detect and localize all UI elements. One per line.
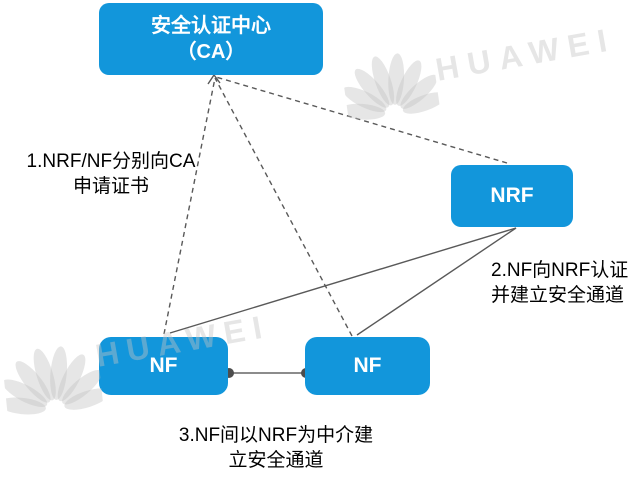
node-ca-label-line2: （CA） bbox=[176, 41, 246, 63]
node-nf-right: NF bbox=[305, 337, 430, 395]
edge-nrf-ca-dashed bbox=[215, 76, 508, 164]
node-nf-left-label: NF bbox=[149, 354, 178, 377]
edge-nfleft-nrf-solid bbox=[169, 227, 517, 334]
edge-nfright-nrf-solid bbox=[356, 227, 517, 336]
node-nrf: NRF bbox=[451, 165, 573, 227]
node-nf-right-label: NF bbox=[353, 354, 382, 377]
annotation-step2-line1: 2.NF向NRF认证 bbox=[491, 260, 629, 281]
annotation-step3-line2: 立安全通道 bbox=[228, 450, 324, 472]
annotation-step2: 2.NF向NRF认证 并建立安全通道 bbox=[491, 258, 630, 309]
node-nrf-label: NRF bbox=[490, 184, 534, 207]
annotation-step1: 1.NRF/NF分别向CA 申请证书 bbox=[0, 149, 222, 200]
edge-nfright-ca-dashed bbox=[214, 77, 353, 337]
annotation-step1-line1: 1.NRF/NF分别向CA bbox=[26, 151, 196, 172]
node-nf-left: NF bbox=[99, 337, 228, 395]
annotation-step1-line2: 申请证书 bbox=[72, 176, 149, 198]
node-ca: 安全认证中心 （CA） bbox=[99, 3, 323, 75]
annotation-step3: 3.NF间以NRF为中介建 立安全通道 bbox=[155, 423, 397, 474]
annotation-step2-line2: 并建立安全通道 bbox=[491, 285, 625, 307]
annotation-step3-line1: 3.NF间以NRF为中介建 bbox=[178, 425, 374, 446]
edge-nfleft-ca-dashed bbox=[163, 77, 216, 335]
node-ca-label-line1: 安全认证中心 bbox=[151, 15, 271, 37]
arrowhead-at-ca-icon bbox=[207, 73, 221, 85]
